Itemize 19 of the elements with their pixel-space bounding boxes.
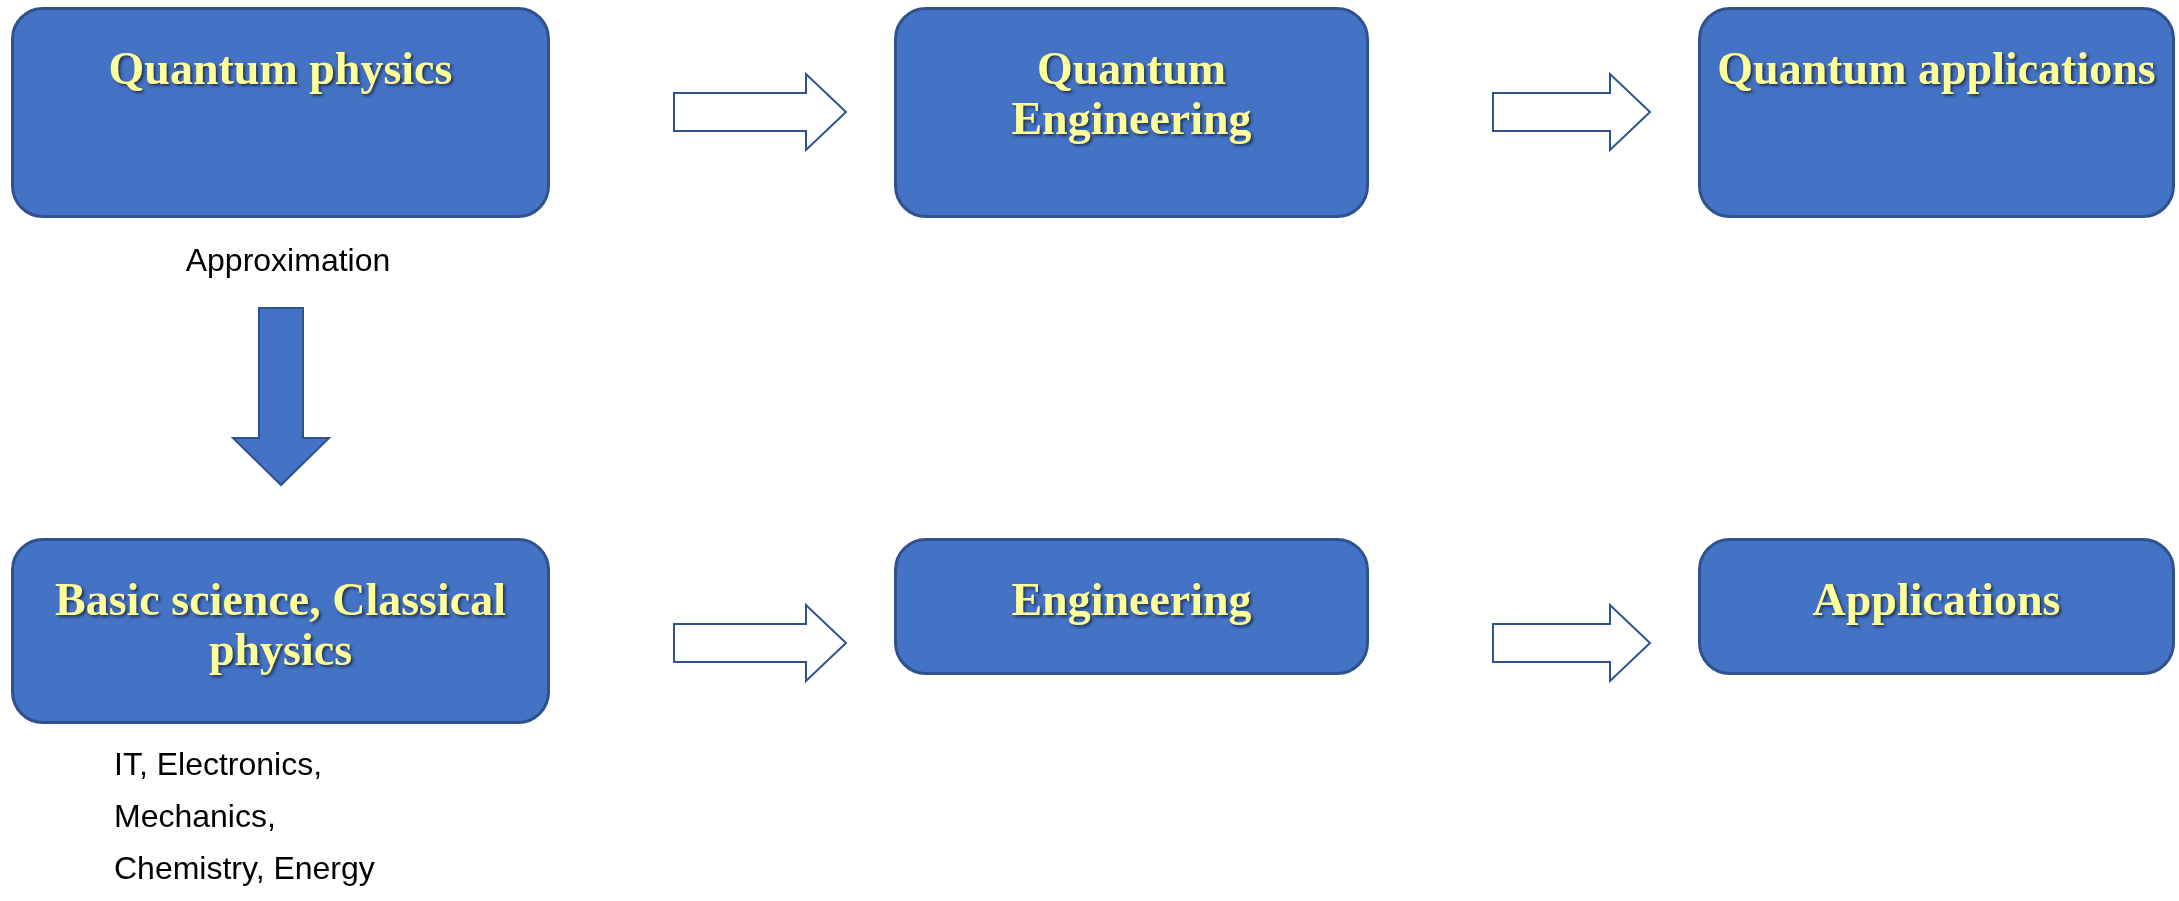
block-arrow [1492, 71, 1652, 153]
block-arrow [673, 602, 848, 684]
box-title: Basic science, Classical physics [54, 575, 507, 675]
box-title: Quantum Engineering [1010, 44, 1253, 144]
block-arrow [230, 307, 332, 487]
rounded-box [1698, 7, 2175, 218]
rounded-box [894, 538, 1369, 675]
block-arrow [673, 71, 848, 153]
rounded-box [11, 7, 550, 218]
note-text: IT, Electronics, Mechanics, Chemistry, Energy [114, 745, 376, 888]
box-title: Quantum applications [1717, 44, 2156, 94]
box-title: Quantum physics [108, 44, 453, 94]
edge-label: Approximation [185, 242, 391, 279]
rounded-box [894, 7, 1369, 218]
rounded-box [1698, 538, 2175, 675]
box-title: Applications [1812, 575, 2061, 625]
box-title: Engineering [1011, 575, 1252, 625]
block-arrow [1492, 602, 1652, 684]
rounded-box [11, 538, 550, 724]
